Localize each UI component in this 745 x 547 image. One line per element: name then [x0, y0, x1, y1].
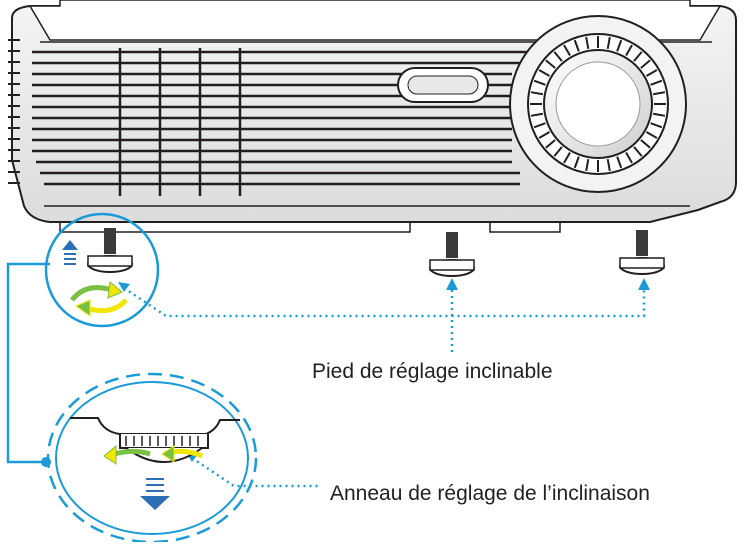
projector-body — [8, 0, 737, 233]
tilt-foot-label: Pied de réglage inclinable — [312, 360, 553, 383]
foot-zoom-circle — [44, 212, 160, 328]
tilt-foot-middle — [429, 232, 475, 277]
zoom-connector-line — [6, 262, 50, 464]
up-arrow-icon — [62, 240, 78, 265]
left-side-ridges — [8, 39, 20, 184]
lens-icon — [509, 15, 687, 193]
down-arrow-icon — [140, 478, 170, 510]
vent-grille — [32, 48, 530, 196]
tilt-ring-label: Anneau de réglage de l’inclinaison — [330, 482, 650, 505]
ring-zoom-ellipse — [46, 372, 258, 544]
rotate-arrows-icon — [70, 281, 128, 317]
tilt-foot-left — [87, 228, 133, 273]
callout-lines — [123, 286, 646, 488]
tilt-foot-right — [619, 230, 665, 275]
